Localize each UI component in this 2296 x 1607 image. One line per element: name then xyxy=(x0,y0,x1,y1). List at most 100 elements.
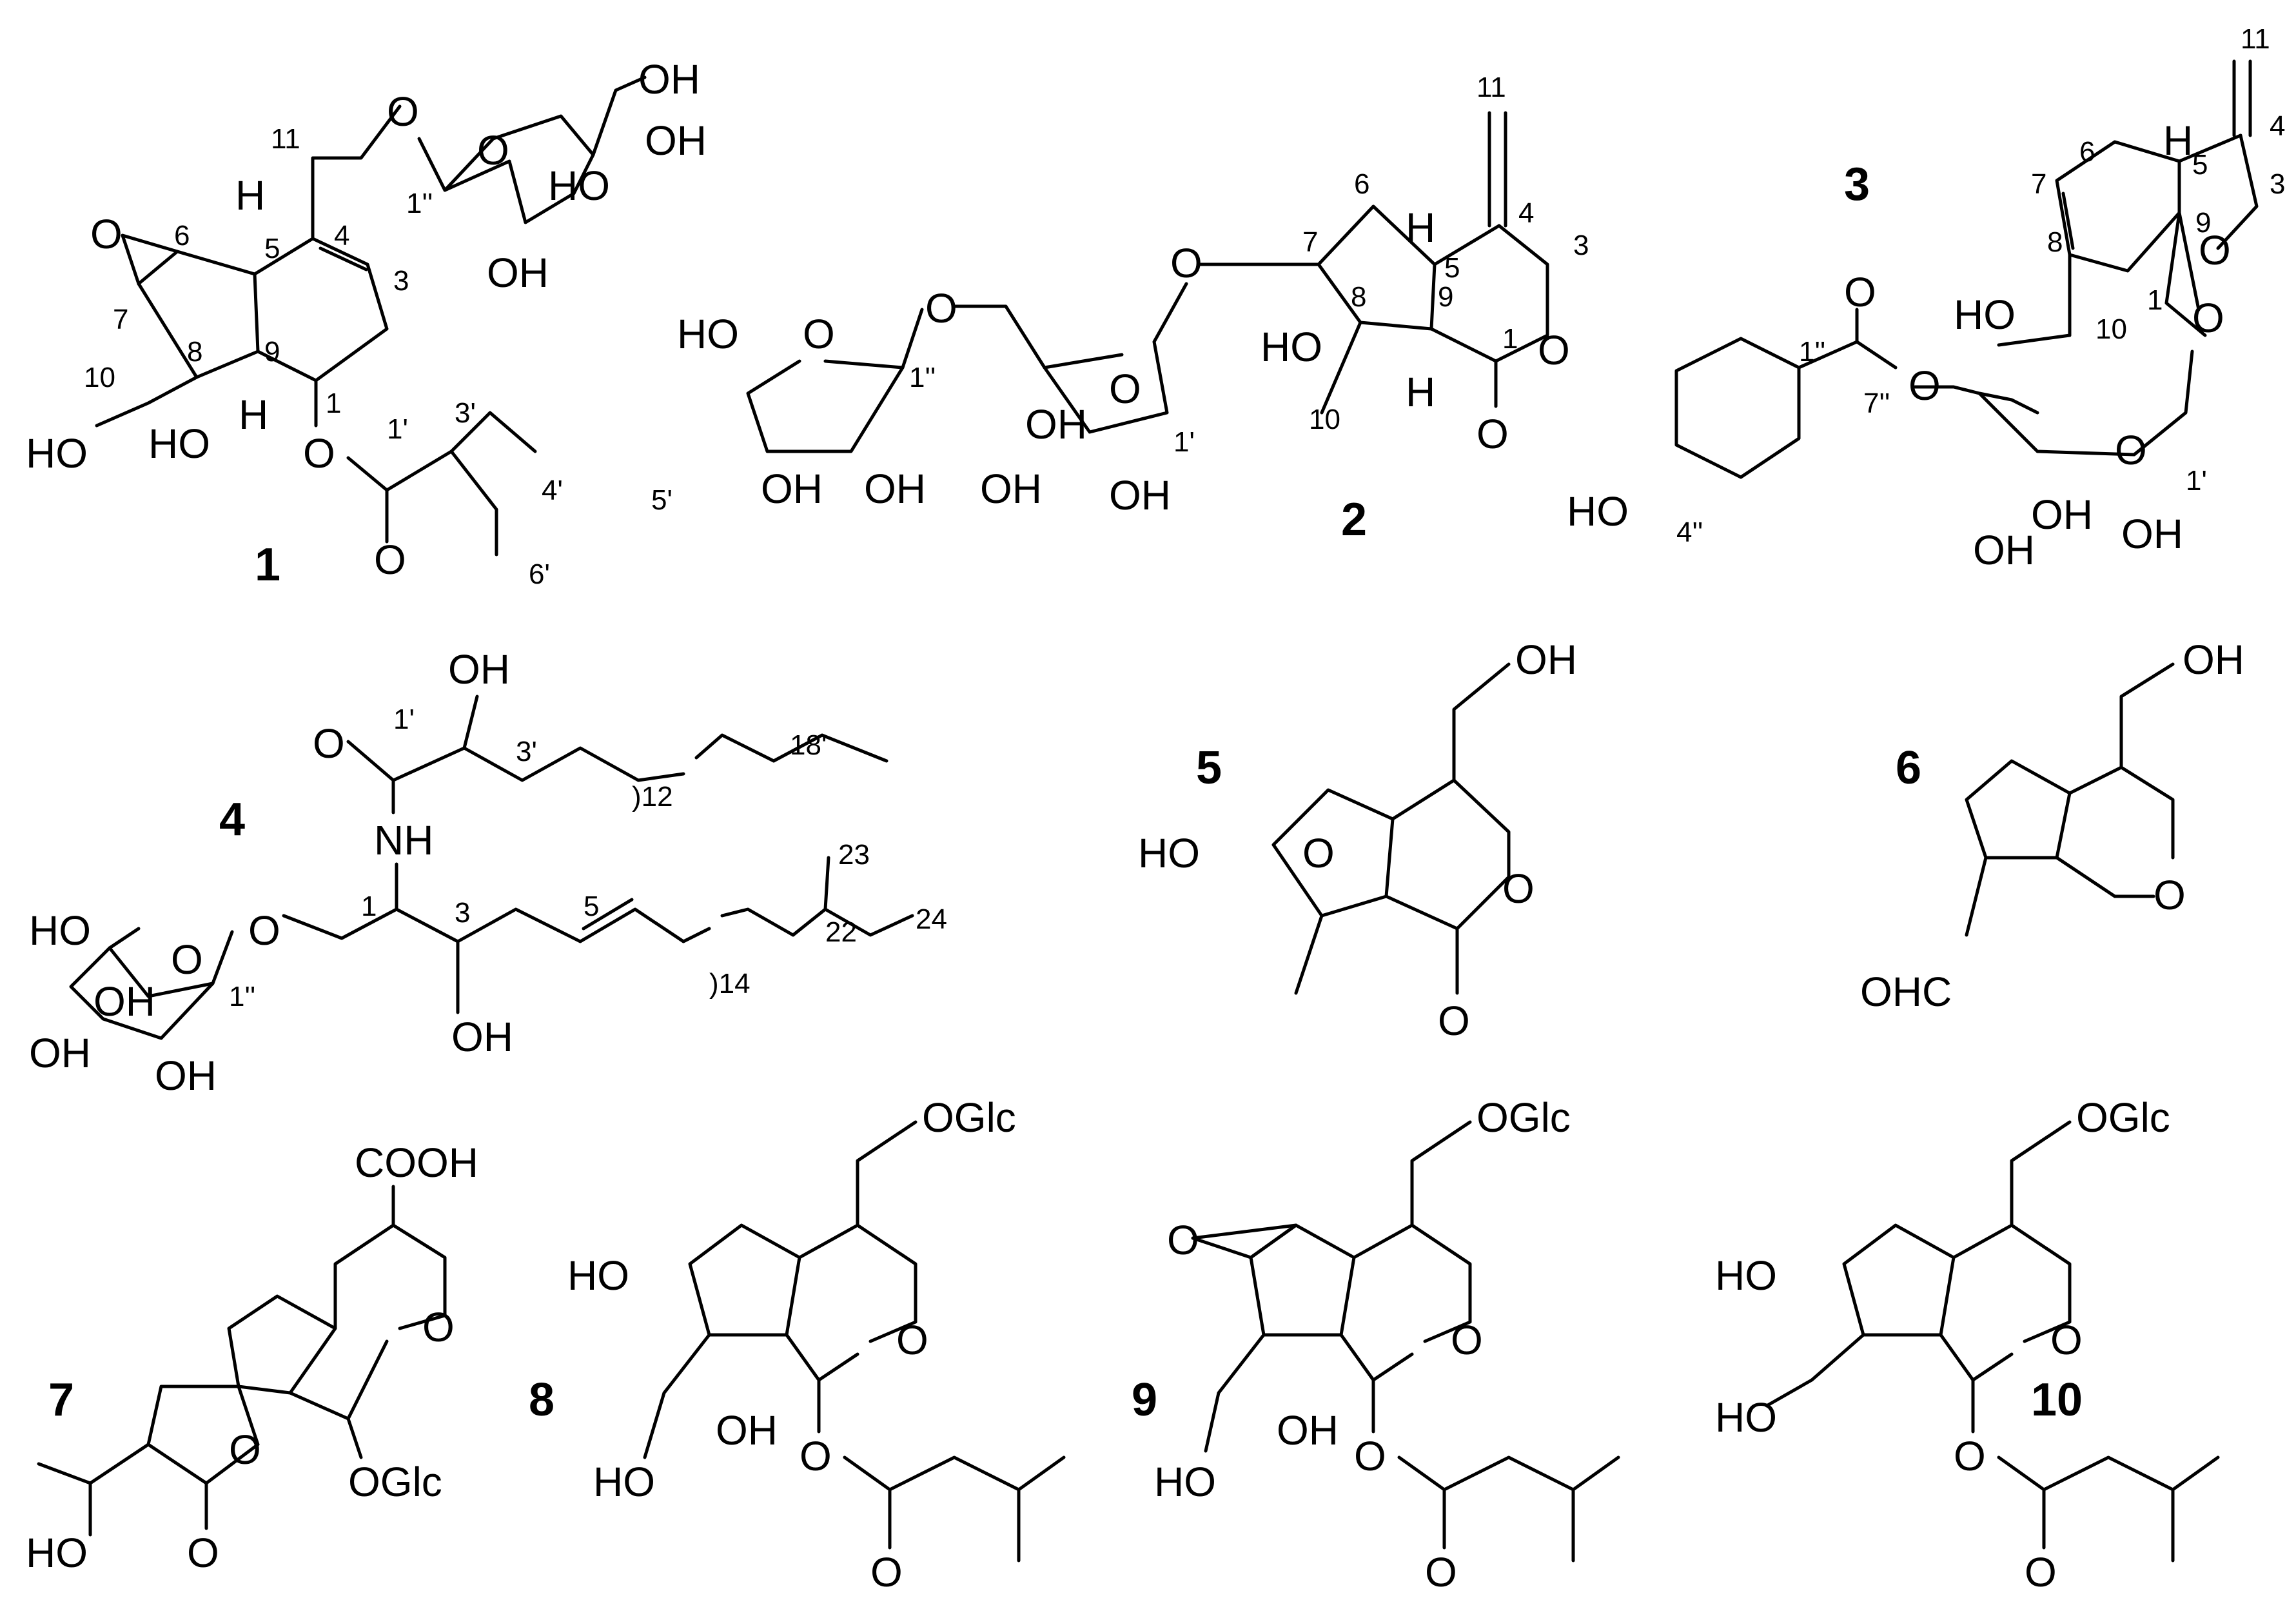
atom-number: 8 xyxy=(2047,226,2063,258)
atom-label: OH xyxy=(1515,636,1577,683)
atom-label: O xyxy=(387,88,419,135)
atom-label: O xyxy=(803,311,835,357)
compound-number-10: 10 xyxy=(2031,1374,2083,1426)
atom-number: 4 xyxy=(2270,110,2285,142)
compound-10-structure: OGlc O O O HO HO 10 xyxy=(1715,1094,2220,1595)
atom-number: 1'' xyxy=(229,981,255,1012)
atom-label: OGlc xyxy=(2076,1094,2170,1141)
atom-label: H xyxy=(239,391,268,438)
atom-number: 9 xyxy=(1438,281,1453,313)
atom-number: 1' xyxy=(393,704,415,735)
atom-number: 4 xyxy=(334,220,349,251)
atom-label: O xyxy=(303,430,335,477)
atom-label: OH xyxy=(29,1030,91,1076)
atom-number: 3 xyxy=(2270,168,2285,200)
atom-number: 1'' xyxy=(909,362,936,393)
atom-label: O xyxy=(1908,362,1941,409)
atom-label: HO xyxy=(1715,1252,1777,1299)
compound-3-structure: O H HO O O O O HO OH OH OH 3 11 6 4 7 5 … xyxy=(1567,23,2285,573)
atom-number: 5 xyxy=(264,233,280,264)
atom-label: HO xyxy=(1261,324,1322,370)
atom-label: O xyxy=(1170,240,1202,286)
compound-number-8: 8 xyxy=(529,1374,554,1426)
atom-number: 6 xyxy=(1354,168,1369,200)
compound-2-structure: O O H H HO O O O O HO OH OH OH OH OH 2 1… xyxy=(677,72,1589,546)
atom-label: HO xyxy=(29,907,91,954)
atom-label: O xyxy=(896,1317,928,1363)
atom-label: OH xyxy=(1025,401,1087,448)
atom-number: 22 xyxy=(825,916,857,948)
atom-label: OGlc xyxy=(348,1459,442,1505)
atom-label: OH xyxy=(93,978,155,1025)
atom-label: O xyxy=(1425,1549,1457,1595)
atom-label: HO xyxy=(1954,291,2016,338)
atom-number: 1' xyxy=(1173,426,1195,458)
atom-label: O xyxy=(374,537,406,583)
atom-number: 11 xyxy=(1477,72,1506,103)
atom-number: 8 xyxy=(187,336,202,368)
atom-number: 1 xyxy=(1502,323,1518,355)
atom-number: 24 xyxy=(916,903,947,935)
atom-number: 7 xyxy=(113,304,128,335)
compound-5-structure: OH O O HO O 5 xyxy=(1138,636,1577,1044)
atom-number: 10 xyxy=(1309,404,1340,435)
atom-number: 4'' xyxy=(1676,517,1703,548)
atom-number: 1 xyxy=(2147,284,2163,316)
atom-label: OH xyxy=(487,250,549,296)
atom-label: O xyxy=(1302,830,1335,876)
atom-number: 10 xyxy=(2095,313,2127,345)
atom-number: 5 xyxy=(584,891,599,922)
atom-label: H xyxy=(1406,204,1435,251)
compound-number-3: 3 xyxy=(1844,159,1870,210)
atom-label: HO xyxy=(548,163,610,209)
atom-label: HO xyxy=(1567,488,1629,535)
atom-number: )12 xyxy=(632,781,673,813)
atom-label: O xyxy=(2050,1317,2083,1363)
atom-label: OH xyxy=(638,56,700,103)
atom-number: )14 xyxy=(709,968,751,1000)
atom-number: 4' xyxy=(542,475,563,506)
atom-label: O xyxy=(477,127,509,173)
atom-label: OH xyxy=(1277,1407,1339,1454)
atom-label: OGlc xyxy=(1477,1094,1571,1141)
compound-number-4: 4 xyxy=(219,794,245,845)
atom-number: 6 xyxy=(2079,136,2095,168)
atom-label: HO xyxy=(1154,1459,1216,1505)
atom-number: 5 xyxy=(1444,252,1460,284)
atom-label: HO xyxy=(26,430,88,477)
compound-9-structure: OGlc O O O O HO OH 9 xyxy=(1132,1094,1620,1595)
atom-label: O xyxy=(1451,1317,1483,1363)
atom-label: O xyxy=(1477,411,1509,457)
atom-label: O xyxy=(2154,872,2186,918)
atom-label: OH xyxy=(448,646,510,693)
atom-label: O xyxy=(870,1549,903,1595)
atom-label: O xyxy=(248,907,280,954)
atom-label: OH xyxy=(451,1014,513,1060)
atom-label: HO xyxy=(148,420,210,467)
atom-number: 18' xyxy=(790,729,827,761)
atom-label: HO xyxy=(567,1252,629,1299)
atom-number: 9 xyxy=(2195,207,2211,239)
atom-number: 9 xyxy=(264,336,280,368)
atom-label: H xyxy=(235,172,265,219)
atom-number: 3' xyxy=(516,736,537,767)
atom-number: 4 xyxy=(1518,197,1534,229)
atom-label: OH xyxy=(1973,527,2035,573)
atom-number: 1' xyxy=(2186,465,2207,497)
atom-label: O xyxy=(1167,1217,1199,1263)
atom-number: 1'' xyxy=(406,188,433,219)
atom-number: 3 xyxy=(1573,230,1589,261)
atom-number: 5' xyxy=(651,484,672,516)
compound-number-1: 1 xyxy=(255,539,280,591)
atom-label: OH xyxy=(645,117,707,164)
compound-8-structure: OGlc O O O HO HO OH 8 xyxy=(529,1094,1066,1595)
compound-7-structure: COOH O OGlc O O HO 7 xyxy=(26,1139,478,1576)
atom-label: OH xyxy=(2031,491,2093,538)
atom-label: O xyxy=(229,1426,261,1473)
atom-number: 11 xyxy=(2241,23,2270,55)
atom-label: HO xyxy=(677,311,739,357)
atom-label: O xyxy=(800,1433,832,1479)
atom-label: O xyxy=(1438,998,1470,1044)
atom-number: 6 xyxy=(174,220,190,251)
